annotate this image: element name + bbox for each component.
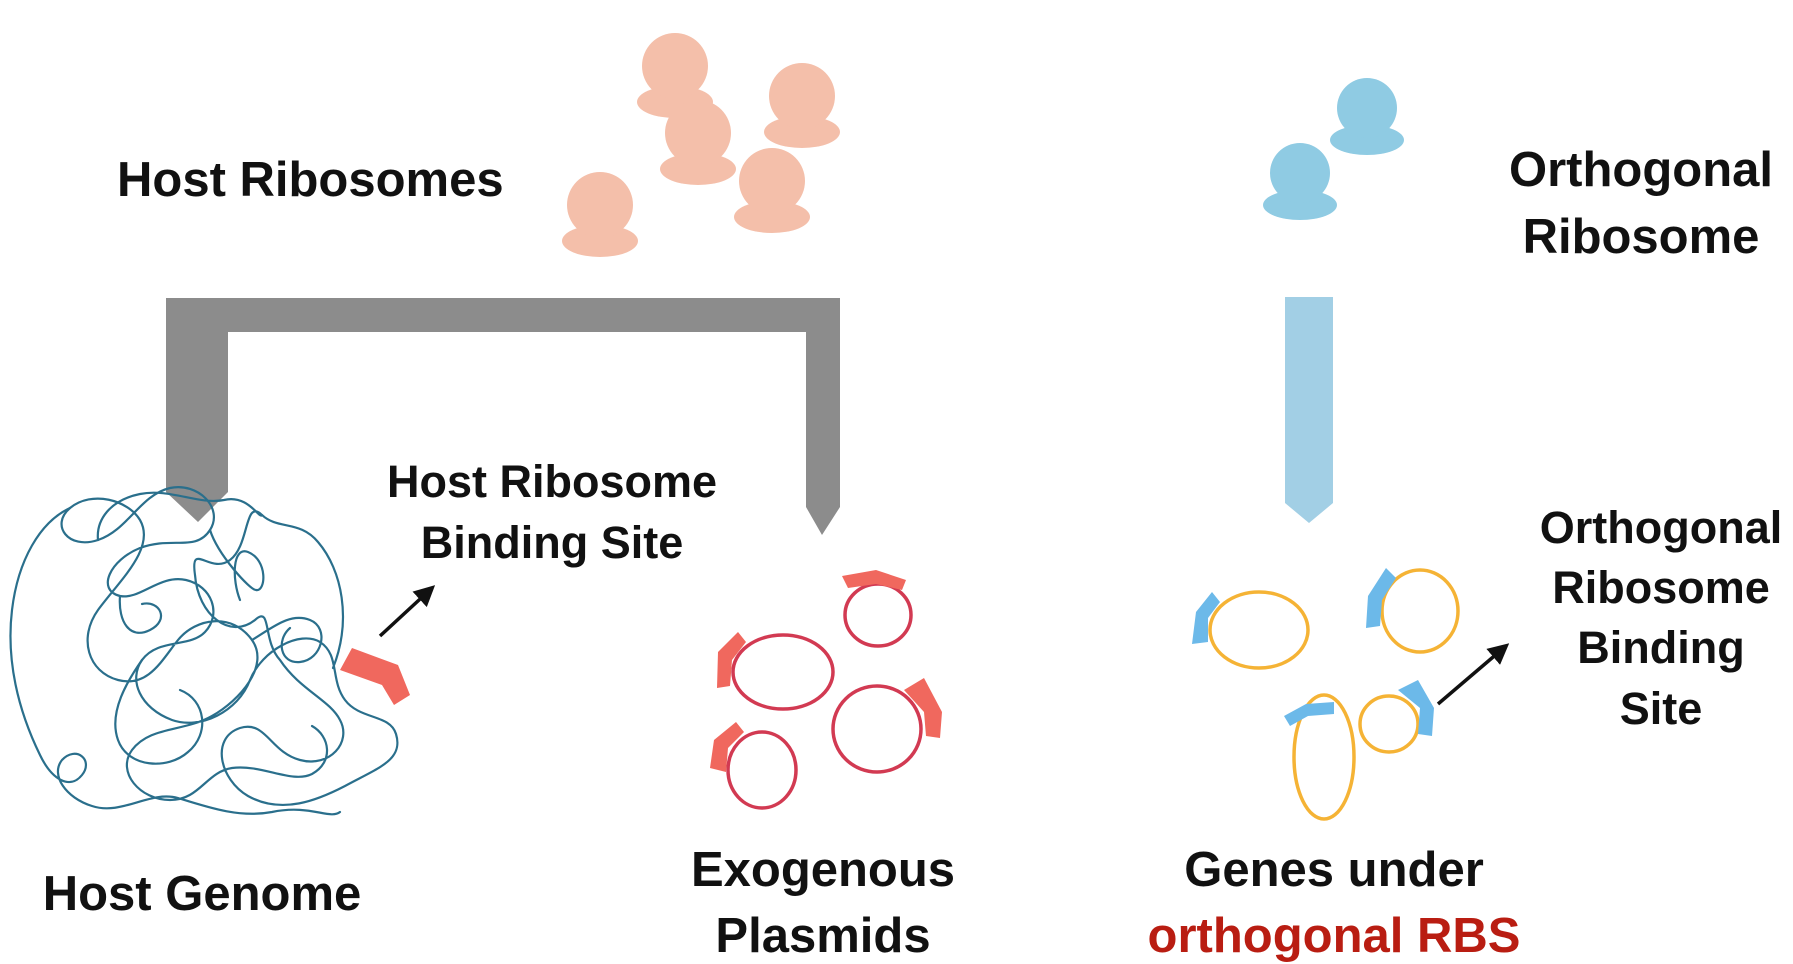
host-ribosome-icon: [764, 63, 840, 148]
host-ribosome-icon: [637, 33, 713, 118]
orthogonal-gene: [1192, 590, 1310, 670]
host-ribosome-icon: [660, 100, 736, 185]
host-ribosomes-group: [562, 33, 840, 257]
label-host-ribosomes: Host Ribosomes: [117, 153, 504, 207]
label-orthogonal-rbs-line1: Orthogonal: [1540, 502, 1782, 553]
host-ribosome-icon: [562, 172, 638, 257]
orthogonal-ribosome-icon: [1330, 78, 1404, 155]
label-orthogonal-rbs-line2: Ribosome: [1552, 562, 1770, 613]
orthogonal-rbs-arrow: [1436, 643, 1510, 706]
label-orthogonal-ribosome-line2: Ribosome: [1523, 210, 1760, 264]
orthogonal-ribosomes-group: [1263, 78, 1404, 220]
label-orthogonal-rbs-highlight: orthogonal RBS: [1148, 909, 1521, 963]
label-exogenous-plasmids-line1: Exogenous: [691, 843, 955, 897]
plasmid: [842, 570, 913, 648]
plasmid: [831, 678, 942, 774]
host-rbs-marker: [340, 648, 410, 705]
orthogonal-ribosome-connector: [1285, 297, 1333, 523]
label-host-rbs-line1: Host Ribosome: [387, 456, 717, 507]
host-ribosome-icon: [734, 148, 810, 233]
host-ribosome-bracket: [166, 298, 840, 535]
orthogonal-gene: [1358, 680, 1434, 754]
label-host-rbs-line2: Binding Site: [421, 517, 684, 568]
orthogonal-gene: [1284, 693, 1356, 821]
label-orthogonal-rbs-line4: Site: [1620, 683, 1703, 734]
label-host-genome: Host Genome: [43, 867, 362, 921]
orthogonal-ribosome-icon: [1263, 143, 1337, 220]
orthogonal-genes-group: [1192, 568, 1460, 821]
plasmid: [710, 722, 798, 810]
label-exogenous-plasmids-line2: Plasmids: [715, 909, 930, 963]
label-orthogonal-ribosome-line1: Orthogonal: [1509, 143, 1773, 197]
host-genome-strand: [9, 486, 399, 816]
orthogonal-gene: [1366, 568, 1460, 654]
label-genes-under: Genes under: [1184, 843, 1484, 897]
host-rbs-arrow: [378, 585, 436, 638]
plasmid: [717, 632, 835, 711]
exogenous-plasmids-group: [710, 570, 942, 810]
label-orthogonal-rbs-line3: Binding: [1577, 622, 1744, 673]
